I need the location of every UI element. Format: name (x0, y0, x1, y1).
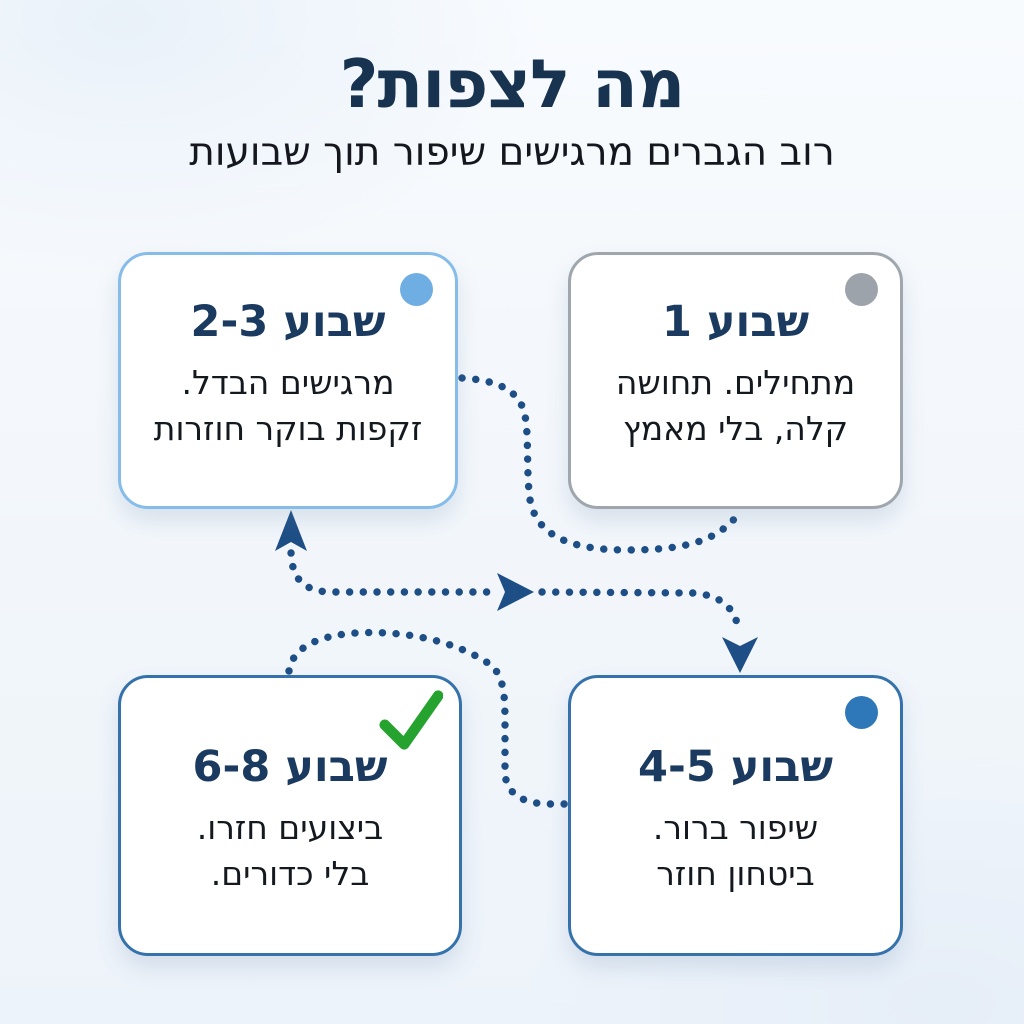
card-week-4-5: שבוע 4-5 שיפור ברור. ביטחון חוזר (568, 675, 903, 956)
card-week-2-3-line2: זקפות בוקר חוזרות (153, 409, 423, 449)
connector-week23-to-mid (287, 549, 493, 596)
header: מה לצפות? רוב הגברים מרגישים שיפור תוך ש… (0, 45, 1024, 176)
card-week-6-8-body: ביצועים חזרו. בלי כדורים. (121, 805, 459, 897)
card-week-1-title: שבוע 1 (661, 297, 810, 347)
card-week-2-3-body: מרגישים הבדל. זקפות בוקר חוזרות (121, 360, 455, 452)
card-week-4-5-title: שבוע 4-5 (638, 742, 833, 792)
light-blue-dot-icon (400, 273, 433, 306)
arrow-down-icon (722, 637, 758, 673)
card-week-2-3-title: שבוע 2-3 (190, 297, 386, 347)
card-week-6-8-line1: ביצועים חזרו. (196, 808, 384, 848)
card-week-2-3: שבוע 2-3 מרגישים הבדל. זקפות בוקר חוזרות (118, 252, 458, 509)
checkmark-icon (379, 688, 443, 752)
connector-mid-to-week45 (538, 588, 743, 637)
card-week-4-5-line1: שיפור ברור. (652, 808, 819, 848)
connector-week1-to-week23 (458, 374, 740, 554)
card-week-6-8: שבוע 6-8 ביצועים חזרו. בלי כדורים. (118, 675, 462, 956)
card-week-1-line2: קלה, בלי מאמץ (622, 409, 849, 449)
card-week-2-3-line1: מרגישים הבדל. (181, 363, 395, 403)
card-week-6-8-line2: בלי כדורים. (210, 854, 370, 894)
card-week-1-body: מתחילים. תחושה קלה, בלי מאמץ (571, 360, 900, 452)
blue-dot-icon (845, 696, 878, 729)
card-week-4-5-body: שיפור ברור. ביטחון חוזר (571, 805, 900, 897)
card-week-4-5-line2: ביטחון חוזר (656, 854, 815, 894)
arrow-right-icon (497, 573, 534, 611)
arrow-up-icon (275, 510, 307, 551)
card-week-1: שבוע 1 מתחילים. תחושה קלה, בלי מאמץ (568, 252, 903, 509)
page-title: מה לצפות? (339, 45, 686, 123)
card-week-1-line1: מתחילים. תחושה (615, 363, 856, 403)
card-week-6-8-title: שבוע 6-8 (192, 742, 388, 792)
page-subtitle: רוב הגברים מרגישים שיפור תוך שבועות (189, 129, 835, 175)
connector-week45-to-week68 (285, 628, 570, 808)
gray-dot-icon (845, 273, 878, 306)
